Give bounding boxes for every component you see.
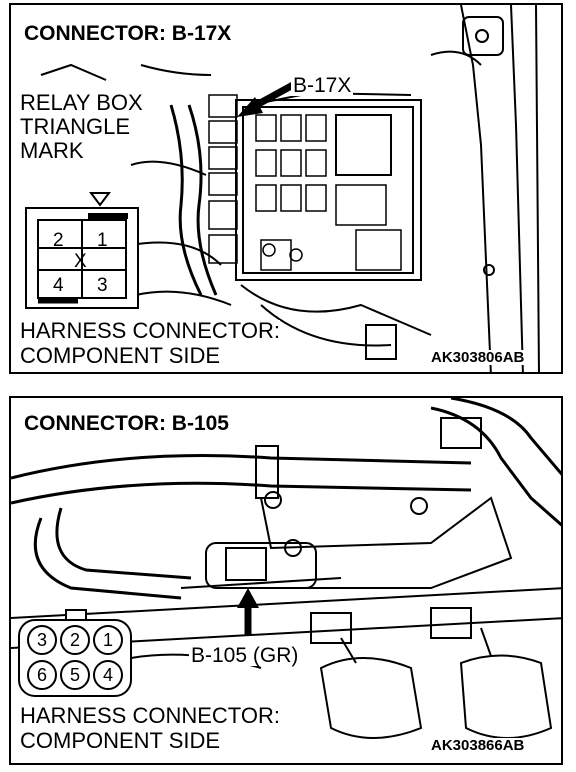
diagram-panel-b17x: 2 1 X 4 3 CONNECTOR: B-17X B-17X RELAY B… bbox=[9, 3, 563, 374]
callout-arrow-b17x bbox=[237, 81, 295, 117]
side-label-line: COMPONENT SIDE bbox=[20, 728, 221, 753]
callout-label: B-17X bbox=[291, 74, 354, 97]
connector-face-b17x bbox=[25, 192, 139, 309]
side-label-line: HARNESS CONNECTOR: bbox=[20, 318, 280, 343]
figure-code: AK303866AB bbox=[429, 737, 527, 754]
connector-title: CONNECTOR: B-105 bbox=[21, 413, 232, 434]
pin-label: 1 bbox=[97, 230, 108, 251]
pin-label: 4 bbox=[103, 665, 114, 685]
pin-label: 2 bbox=[70, 630, 81, 650]
side-label-line: COMPONENT SIDE bbox=[20, 343, 221, 368]
callout-label: B-105 (GR) bbox=[189, 644, 301, 667]
connector-face-b105 bbox=[18, 609, 132, 697]
diagram-panel-b105: 3 2 1 6 5 4 CONNECTOR: B-105 B-105 (GR) … bbox=[9, 396, 563, 765]
mark-label-line: RELAY BOX bbox=[20, 90, 143, 115]
mark-label-line: MARK bbox=[20, 138, 84, 163]
pin-label: 5 bbox=[70, 665, 81, 685]
pin-label: 6 bbox=[37, 665, 48, 685]
pin-label: 3 bbox=[97, 275, 108, 296]
mark-label-line: TRIANGLE bbox=[20, 114, 131, 139]
pin-label: 3 bbox=[37, 630, 48, 650]
pin-label: X bbox=[74, 251, 87, 272]
callout-arrow-b105 bbox=[237, 588, 259, 636]
pin-label: 1 bbox=[103, 630, 114, 650]
pin-label: 4 bbox=[53, 275, 64, 296]
pin-label: 2 bbox=[53, 230, 64, 251]
triangle-mark-icon bbox=[89, 192, 111, 207]
connector-title: CONNECTOR: B-17X bbox=[21, 23, 235, 44]
side-label-line: HARNESS CONNECTOR: bbox=[20, 703, 280, 728]
figure-code: AK303806AB bbox=[429, 349, 527, 366]
